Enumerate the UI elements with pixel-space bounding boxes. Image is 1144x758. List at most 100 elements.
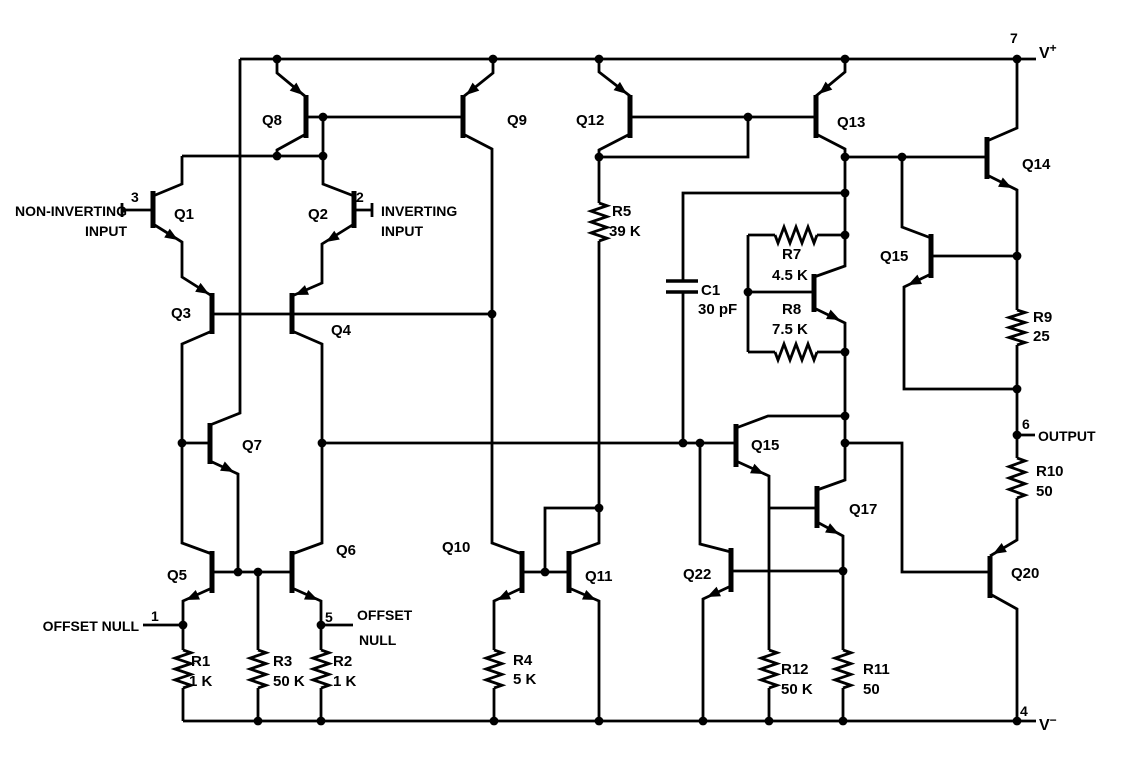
wire-segment: [986, 173, 1019, 310]
resistor-r8: [773, 340, 819, 364]
wire-segment: [492, 586, 523, 650]
emitter-arrow: [295, 285, 309, 295]
junction-dot: [1012, 384, 1022, 394]
wire-segment: [986, 59, 1019, 143]
wire-segment: [597, 132, 631, 157]
wire-segment: [900, 157, 932, 240]
junction-dot: [594, 152, 604, 162]
junction-dot: [178, 620, 188, 630]
emitter-arrow: [186, 589, 200, 600]
wire-segment: [989, 592, 1019, 721]
transistors-q20: Q20: [1011, 565, 1039, 582]
junction-dot: [838, 566, 848, 576]
junction-dot: [253, 716, 263, 726]
junction-dot: [488, 54, 498, 64]
junction-dot: [838, 716, 848, 726]
transistors-q6: Q6: [336, 542, 356, 559]
wire-segment: [816, 520, 845, 650]
wire-segment: [152, 222, 213, 298]
resistors-r8-value: 7.5 K: [772, 321, 808, 338]
wire-segment: [845, 441, 990, 574]
emitter-arrow: [326, 230, 340, 242]
transistors-q7: Q7: [242, 437, 262, 454]
junction-dot: [272, 54, 282, 64]
junction-dot: [594, 54, 604, 64]
junction-dot: [764, 716, 774, 726]
pins-pin2-label-line1: INVERTING: [381, 203, 457, 219]
resistors-r3-value: 50 K: [273, 673, 305, 690]
junction-dot: [177, 438, 187, 448]
junction-dot: [840, 188, 850, 198]
wire-segment: [735, 414, 845, 430]
resistor-r2: [308, 648, 334, 690]
transistors-q4: Q4: [331, 322, 352, 339]
resistors-r11-value: 50: [863, 681, 880, 698]
junction-dot: [897, 152, 907, 162]
wire-segment: [902, 272, 1017, 391]
emitter-arrow: [993, 542, 1007, 554]
transistors-q3: Q3: [171, 305, 191, 322]
resistors-r5-name: R5: [612, 203, 631, 220]
junction-dot: [743, 112, 753, 122]
resistor-r10: [1004, 456, 1030, 500]
resistors-r4-name: R4: [513, 652, 533, 669]
wire-segment: [291, 586, 323, 650]
junction-dot: [840, 230, 850, 240]
junction-dot: [487, 309, 497, 319]
transistors-q13: Q13: [837, 114, 865, 131]
emitter-arrow: [289, 82, 303, 95]
transistors-q15-upper: Q15: [880, 248, 908, 265]
junction-dot: [540, 567, 550, 577]
emitter-arrow: [164, 228, 178, 240]
resistors-r9-name: R9: [1033, 309, 1052, 326]
transistors-q9: Q9: [507, 112, 527, 129]
resistors-r5-value: 39 K: [609, 223, 641, 240]
transistors-q14: Q14: [1022, 156, 1051, 173]
resistors-r3-name: R3: [273, 653, 292, 670]
emitter-arrow: [998, 177, 1012, 188]
resistor-r1: [170, 648, 196, 690]
junction-dot: [1012, 430, 1022, 440]
pins-pin7-number: 7: [1010, 30, 1018, 46]
pins-pin1-number: 1: [151, 608, 159, 624]
wire-segment: [321, 156, 355, 198]
resistor-r3: [245, 648, 271, 690]
resistors-r7-name: R7: [782, 246, 801, 263]
junction-dot: [316, 620, 326, 630]
junction-dot: [489, 716, 499, 726]
resistors-r11-name: R11: [863, 661, 890, 678]
transistors-q11: Q11: [585, 568, 613, 585]
pins-pin3-label-line1: NON-INVERTING: [15, 203, 127, 219]
junction-dot: [840, 347, 850, 357]
resistors-r9-value: 25: [1033, 328, 1050, 345]
component-symbols: [150, 81, 1030, 690]
emitter-arrow: [826, 309, 840, 320]
wire-segment: [568, 586, 601, 721]
junction-dot: [695, 438, 705, 448]
wire-segment: [599, 117, 750, 159]
emitter-arrow: [613, 81, 627, 94]
transistors-q2: Q2: [308, 206, 328, 223]
pins-pin1-label: OFFSET NULL: [43, 618, 140, 634]
transistors-q12: Q12: [576, 112, 604, 129]
resistors-r1-value: 1 K: [189, 673, 213, 690]
wire-segment: [813, 157, 847, 279]
wire-segment: [275, 59, 307, 99]
resistor-r5: [586, 201, 612, 243]
wire-segment: [291, 222, 355, 298]
junction-dot: [743, 287, 753, 297]
junction-dot: [272, 151, 282, 161]
pins-pin5-number: 5: [325, 609, 333, 625]
resistors-r8-name: R8: [782, 301, 801, 318]
emitter-arrow: [707, 586, 721, 597]
transistors-q5: Q5: [167, 567, 187, 584]
wire-segment: [701, 584, 732, 721]
transistors-q1: Q1: [174, 206, 194, 223]
wire-segment: [152, 156, 184, 198]
resistors-r10-value: 50: [1036, 483, 1053, 500]
wire-segment: [815, 59, 847, 98]
transistors-q15-mid: Q15: [751, 437, 779, 454]
supply-v-plus-label: V+: [1039, 41, 1057, 62]
